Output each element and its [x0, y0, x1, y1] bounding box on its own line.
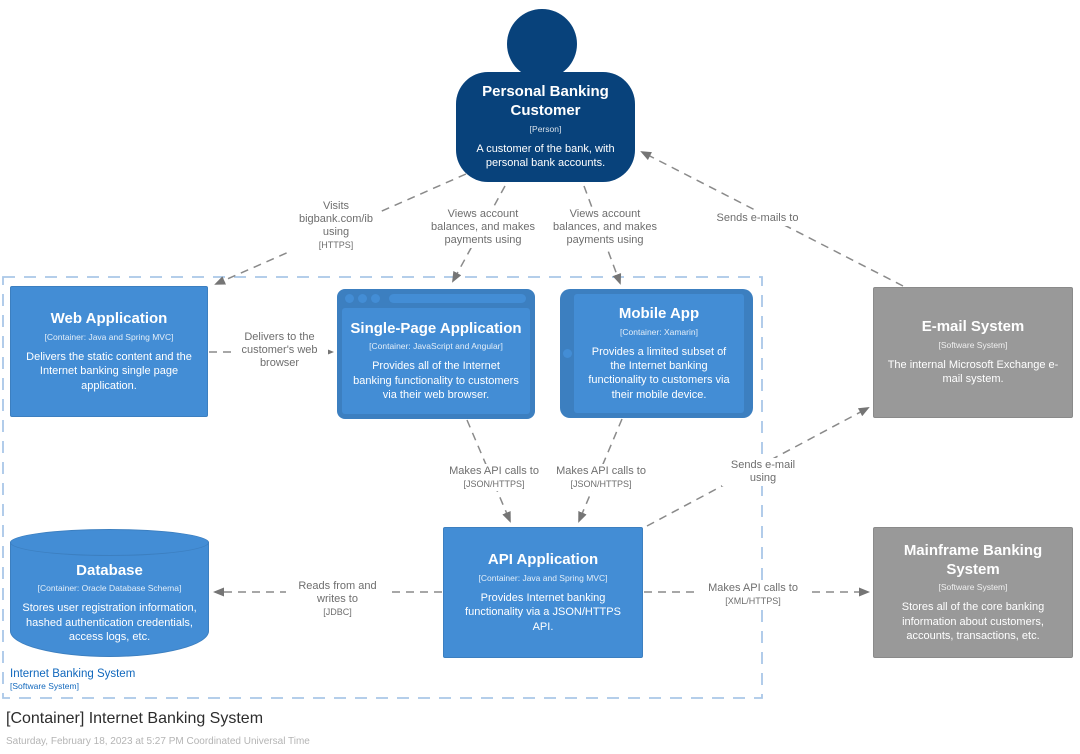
edge-label-api-calls-spa: Makes API calls to [JSON/HTTPS]: [434, 464, 554, 491]
node-type: [Container: Xamarin]: [620, 326, 698, 337]
node-type: [Software System]: [938, 582, 1008, 593]
node-type: [Container: Java and Spring MVC]: [478, 572, 608, 583]
node-database[interactable]: Database [Container: Oracle Database Sch…: [10, 529, 209, 657]
node-type: [Container: Java and Spring MVC]: [44, 331, 174, 342]
edge-views-spa: [452, 185, 506, 283]
edge-label-views-mobile: Views account balances, and makes paymen…: [550, 207, 660, 248]
node-title: Mobile App: [618, 305, 700, 323]
node-mainframe-banking-system[interactable]: Mainframe Banking System [Software Syste…: [873, 527, 1073, 658]
edge-visits: [214, 173, 467, 285]
browser-dot-icon: [371, 294, 380, 303]
node-description: Provides Internet banking functionality …: [465, 591, 621, 633]
node-mobile-app[interactable]: Mobile App [Container: Xamarin] Provides…: [560, 289, 753, 418]
edge-label-api-calls-mobile: Makes API calls to [JSON/HTTPS]: [541, 464, 661, 491]
diagram-timestamp: Saturday, February 18, 2023 at 5:27 PM C…: [6, 736, 310, 747]
node-api-application[interactable]: API Application [Container: Java and Spr…: [443, 527, 643, 658]
edge-label-reads-writes: Reads from and writes to [JDBC]: [286, 579, 389, 619]
edge-label-visits: Visits bigbank.com/ib using [HTTPS]: [291, 199, 381, 252]
boundary-label: Internet Banking System [Software System…: [10, 668, 135, 691]
node-email-system[interactable]: E-mail System [Software System] The inte…: [873, 287, 1073, 418]
node-title: API Application: [487, 551, 599, 569]
boundary-internet-banking-system: [2, 276, 763, 699]
boundary-type: [Software System]: [10, 681, 79, 691]
node-description: Stores user registration information, ha…: [22, 602, 197, 644]
edge-label-views-spa: Views account balances, and makes paymen…: [428, 207, 538, 248]
node-description: Stores all of the core banking informati…: [901, 601, 1045, 642]
node-title: Mainframe Banking System: [903, 541, 1043, 578]
node-type: [Software System]: [938, 340, 1008, 351]
boundary-name: Internet Banking System: [10, 668, 136, 680]
node-title: Web Application: [50, 310, 168, 328]
node-type: [Person]: [529, 123, 562, 134]
browser-panel: Single-Page Application [Container: Java…: [342, 308, 530, 414]
node-description: Provides a limited subset of the Interne…: [588, 345, 730, 401]
node-web-application[interactable]: Web Application [Container: Java and Spr…: [10, 286, 208, 417]
edge-label-sends-email-using: Sends e-mail using: [722, 458, 804, 486]
mobile-panel: Mobile App [Container: Xamarin] Provides…: [574, 294, 744, 413]
browser-dot-icon: [358, 294, 367, 303]
node-title: E-mail System: [921, 318, 1025, 336]
edge-views-mobile: [583, 185, 622, 285]
edge-api-calls-mobile: [578, 418, 623, 523]
node-type: [Container: Oracle Database Schema]: [37, 583, 182, 594]
node-single-page-application[interactable]: Single-Page Application [Container: Java…: [337, 289, 535, 419]
node-type: [Container: JavaScript and Angular]: [369, 341, 503, 352]
edge-label-delivers: Delivers to the customer's web browser: [231, 330, 328, 371]
node-description: The internal Microsoft Exchange e-mail s…: [887, 359, 1059, 386]
edge-label-api-calls-mainframe: Makes API calls to [XML/HTTPS]: [697, 581, 809, 608]
person-head-shape: [507, 9, 577, 79]
node-personal-banking-customer[interactable]: Personal Banking Customer [Person] A cus…: [456, 72, 635, 182]
browser-dot-icon: [345, 294, 354, 303]
node-description: Provides all of the Internet banking fun…: [353, 360, 519, 402]
mobile-button-icon: [563, 348, 572, 358]
database-cylinder-shape: [10, 542, 209, 657]
node-title: Database: [76, 561, 143, 579]
node-title: Single-Page Application: [350, 319, 522, 337]
node-title: Personal Banking Customer: [482, 83, 609, 120]
database-cylinder-top: [10, 529, 209, 556]
browser-addressbar-icon: [389, 294, 526, 303]
node-description: Delivers the static content and the Inte…: [26, 350, 192, 392]
edge-label-sends-emails-to: Sends e-mails to: [695, 211, 820, 226]
diagram-title: [Container] Internet Banking System: [6, 710, 264, 727]
node-description: A customer of the bank, with personal ba…: [476, 142, 615, 170]
edge-api-calls-spa: [466, 419, 511, 523]
